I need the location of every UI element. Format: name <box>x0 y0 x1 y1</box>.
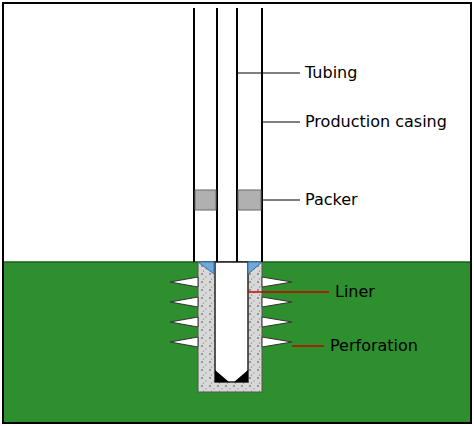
formation <box>4 262 470 422</box>
liner-shoe <box>215 370 229 382</box>
perforations <box>170 277 292 347</box>
liner-bore <box>215 262 248 382</box>
leader-line <box>238 73 300 74</box>
part-label: Packer <box>305 191 358 209</box>
packer <box>238 190 261 210</box>
part-label: Production casing <box>305 113 447 131</box>
part-label: Tubing <box>305 64 357 82</box>
packer <box>195 190 216 210</box>
production-casing <box>193 8 195 262</box>
liner-hanger <box>248 262 262 274</box>
part-label: Liner <box>335 283 375 301</box>
liner-hanger <box>198 262 214 274</box>
leader-line <box>292 345 324 347</box>
leader-line <box>263 122 300 123</box>
part-label: Perforation <box>330 337 418 355</box>
tubing <box>216 8 218 262</box>
frame <box>3 3 471 423</box>
liner-shoe <box>234 370 248 382</box>
leader-line <box>262 200 300 201</box>
tubing <box>236 8 238 262</box>
leader-line <box>248 291 329 293</box>
cement <box>198 262 262 392</box>
production-casing <box>261 8 263 262</box>
